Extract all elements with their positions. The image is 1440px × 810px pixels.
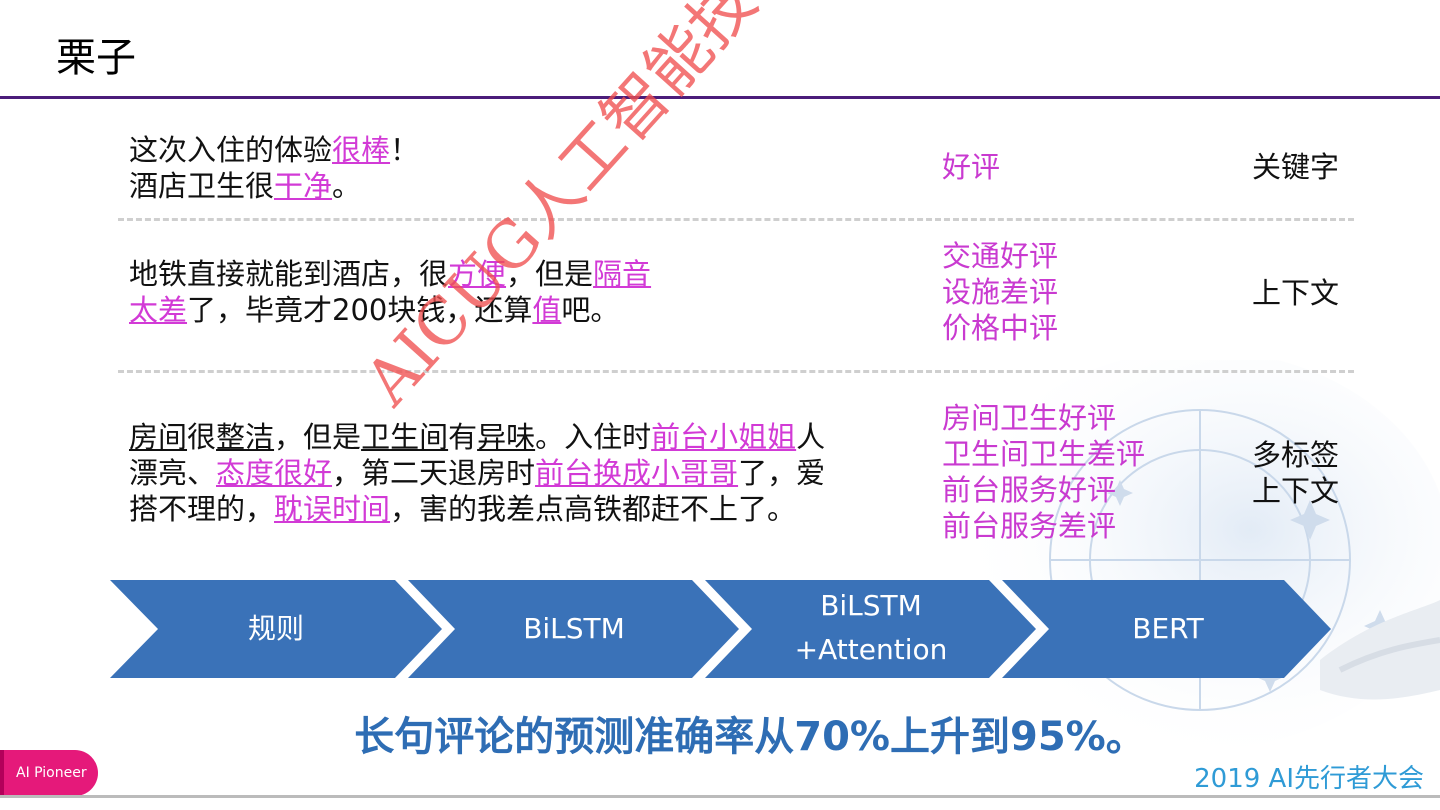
pipeline-step-4-shape [1002, 580, 1331, 678]
review-fragment: 有 [448, 420, 478, 454]
sentiment-label: 前台服务差评 [942, 509, 1117, 543]
review-fragment: 搭不理的， [129, 492, 275, 526]
method-label-3: 多标签 上下文 [1252, 437, 1339, 509]
pipeline-step-1-shape [110, 580, 442, 678]
pipeline-step-text: BiLSTM [820, 589, 922, 622]
review-line: 酒店卫生很干净。 [129, 168, 419, 204]
review-fragment: 了，毕竟才200块钱，还算 [187, 293, 533, 327]
method-text: 上下文 [1252, 276, 1340, 310]
highlighted-phrase: 前台小姐姐 [651, 420, 797, 454]
pipeline-step-rules: 规则 [160, 607, 392, 651]
row-divider [118, 218, 1354, 221]
accuracy-summary: 长句评论的预测准确率从70%上升到95%。 [354, 714, 1146, 760]
sentiment-labels-1: 好评 [942, 149, 1000, 185]
underlined-phrase: 卫生间 [361, 420, 449, 454]
highlighted-phrase: 方便 [448, 257, 507, 291]
review-line: 太差了，毕竟才200块钱，还算值吧。 [129, 292, 651, 328]
review-fragment: 很 [187, 420, 217, 454]
method-label-2: 上下文 [1252, 275, 1339, 311]
underlined-phrase: 异味 [477, 420, 536, 454]
sentiment-label: 设施差评 [942, 275, 1059, 309]
row-divider [118, 370, 1354, 373]
sentiment-labels-2: 交通好评 设施差评 价格中评 [942, 238, 1058, 346]
ai-pioneer-badge: AI Pioneer [0, 750, 98, 796]
review-fragment: 酒店卫生很 [129, 169, 275, 203]
review-fragment: 这次入住的体验 [129, 133, 333, 167]
review-line: 房间很整洁，但是卫生间有异味。入住时前台小姐姐人 [129, 419, 825, 455]
review-text-2: 地铁直接就能到酒店，很方便，但是隔音 太差了，毕竟才200块钱，还算值吧。 [129, 256, 651, 328]
review-fragment: ，第二天退房时 [332, 456, 536, 490]
review-fragment: 地铁直接就能到酒店，很 [129, 257, 449, 291]
pipeline-step-text: +Attention [794, 633, 948, 666]
title-divider [0, 96, 1440, 99]
review-line: 地铁直接就能到酒店，很方便，但是隔音 [129, 256, 651, 292]
review-line: 这次入住的体验很棒！ [129, 132, 419, 168]
method-label-1: 关键字 [1252, 149, 1339, 185]
sentiment-labels-3: 房间卫生好评 卫生间卫生差评 前台服务好评 前台服务差评 [942, 400, 1145, 544]
review-fragment: 漂亮、 [129, 456, 217, 490]
review-fragment: 。 [332, 169, 362, 203]
slide-title: 栗子 [56, 35, 136, 81]
review-fragment: ，但是 [506, 257, 594, 291]
review-text-3: 房间很整洁，但是卫生间有异味。入住时前台小姐姐人 漂亮、态度很好，第二天退房时前… [129, 419, 825, 527]
pipeline-step-3-shape [705, 580, 1036, 678]
pipeline-step-text: 规则 [247, 612, 304, 645]
underlined-phrase: 整洁 [216, 420, 275, 454]
pipeline-step-text: BERT [1132, 612, 1204, 645]
badge-accent [0, 750, 4, 796]
highlighted-phrase: 干净 [274, 169, 333, 203]
pipeline-chevrons [110, 580, 1331, 678]
pipeline-step-2-shape [408, 580, 739, 678]
method-text: 多标签 [1252, 438, 1340, 472]
review-fragment: ，但是 [274, 420, 362, 454]
sentiment-label: 卫生间卫生差评 [942, 437, 1146, 471]
method-text: 上下文 [1252, 474, 1340, 508]
review-fragment: 人 [796, 420, 826, 454]
model-pipeline: 规则 BiLSTM BiLSTM +Attention BERT [0, 578, 1440, 680]
underlined-phrase: 房间 [129, 420, 188, 454]
highlighted-phrase: 耽误时间 [274, 492, 391, 526]
method-text: 关键字 [1252, 150, 1340, 184]
review-fragment: ，害的我差点高铁都赶不上了。 [390, 492, 797, 526]
sentiment-label: 前台服务好评 [942, 473, 1117, 507]
review-line: 漂亮、态度很好，第二天退房时前台换成小哥哥了，爱 [129, 455, 825, 491]
footer-divider [0, 795, 1440, 798]
sentiment-label: 好评 [942, 150, 1001, 184]
highlighted-phrase: 值 [532, 293, 562, 327]
pipeline-step-bilstm-attention: BiLSTM +Attention [755, 584, 987, 672]
watermark: AICUG人工智能技术社区 www.aicug.cn [340, 0, 1217, 422]
review-fragment: ！ [390, 133, 420, 167]
sentiment-label: 交通好评 [942, 239, 1059, 273]
review-text-1: 这次入住的体验很棒！ 酒店卫生很干净。 [129, 132, 419, 204]
highlighted-phrase: 很棒 [332, 133, 391, 167]
sentiment-label: 价格中评 [942, 311, 1059, 345]
pipeline-step-text: BiLSTM [523, 612, 625, 645]
highlighted-phrase: 太差 [129, 293, 188, 327]
pipeline-step-bilstm: BiLSTM [458, 607, 690, 651]
review-fragment: 。入住时 [535, 420, 652, 454]
highlighted-phrase: 态度很好 [216, 456, 333, 490]
review-fragment: 了，爱 [738, 456, 826, 490]
highlighted-phrase: 前台换成小哥哥 [535, 456, 739, 490]
highlighted-phrase: 隔音 [593, 257, 652, 291]
conference-logo: 2019 AI先行者大会 [1194, 764, 1424, 794]
sentiment-label: 房间卫生好评 [942, 401, 1117, 435]
review-line: 搭不理的，耽误时间，害的我差点高铁都赶不上了。 [129, 491, 825, 527]
review-fragment: 吧。 [561, 293, 620, 327]
pipeline-step-bert: BERT [1052, 607, 1284, 651]
